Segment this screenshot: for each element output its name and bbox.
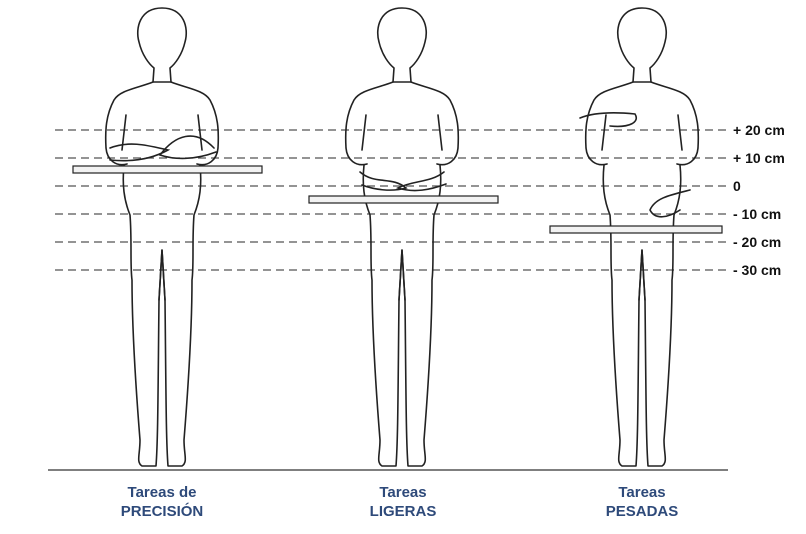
level-label-minus-20: - 20 cm bbox=[733, 234, 781, 250]
task-label-precision-line2: PRECISIÓN bbox=[82, 502, 242, 521]
work-surface-light bbox=[309, 196, 498, 203]
figure-light bbox=[309, 8, 498, 466]
level-label-0: 0 bbox=[733, 178, 741, 194]
figure-heavy bbox=[550, 8, 722, 466]
task-label-heavy-line2: PESADAS bbox=[562, 502, 722, 521]
task-label-precision: Tareas de PRECISIÓN bbox=[82, 483, 242, 521]
work-surface-heavy bbox=[550, 226, 722, 233]
task-label-light-line2: LIGERAS bbox=[323, 502, 483, 521]
task-label-light-line1: Tareas bbox=[323, 483, 483, 502]
task-label-heavy-line1: Tareas bbox=[562, 483, 722, 502]
forearms-heavy bbox=[580, 113, 690, 217]
task-label-light: Tareas LIGERAS bbox=[323, 483, 483, 521]
level-label-plus-10: + 10 cm bbox=[733, 150, 785, 166]
level-label-plus-20: + 20 cm bbox=[733, 122, 785, 138]
task-label-precision-line1: Tareas de bbox=[82, 483, 242, 502]
level-label-minus-10: - 10 cm bbox=[733, 206, 781, 222]
level-label-minus-30: - 30 cm bbox=[733, 262, 781, 278]
figure-precision bbox=[73, 8, 262, 466]
task-label-heavy: Tareas PESADAS bbox=[562, 483, 722, 521]
work-surface-precision bbox=[73, 166, 262, 173]
forearms-light bbox=[360, 172, 446, 191]
